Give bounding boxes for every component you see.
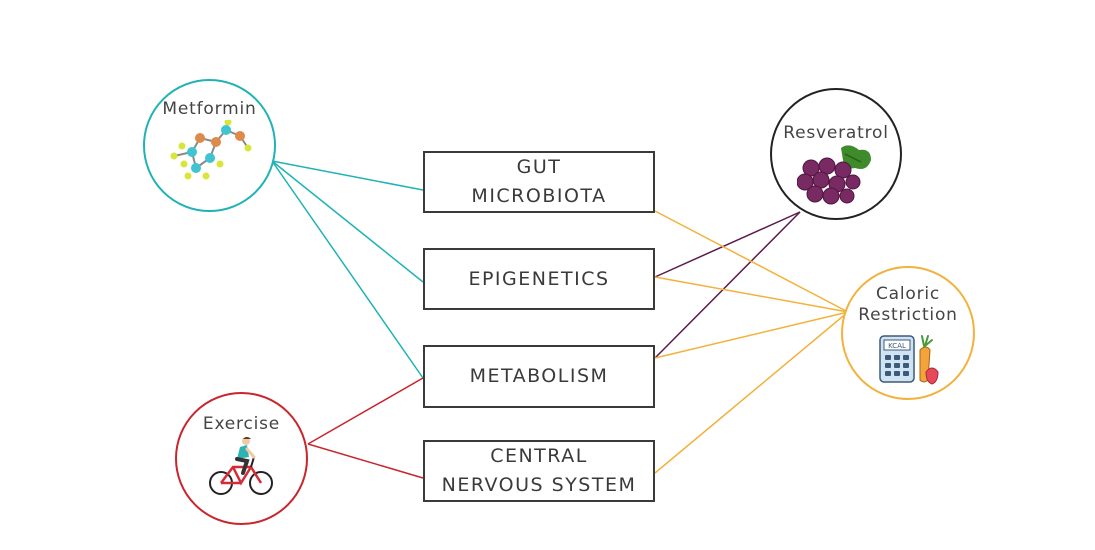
grapes-icon [797, 145, 871, 205]
box-gut-line-2: MICROBIOTA [471, 185, 607, 207]
kcal-icon-text: KCAL [888, 342, 906, 350]
box-central-nervous-system: CENTRAL NERVOUS SYSTEM [423, 440, 655, 502]
link-caloric-met [654, 311, 849, 359]
link-resveratrol-met [654, 211, 801, 359]
box-epigenetics: EPIGENETICS [423, 248, 655, 310]
box-gut-microbiota: GUT MICROBIOTA [423, 151, 655, 213]
link-resveratrol-epi [654, 211, 801, 278]
caloric-label-line-1: Caloric [875, 284, 941, 304]
box-epigenetics-label: EPIGENETICS [468, 267, 610, 290]
link-exercise-cns [307, 443, 424, 479]
calculator-carrot-icon: KCAL [879, 335, 939, 385]
molecule-icon [170, 120, 251, 180]
box-cns-line-1: CENTRAL [490, 445, 588, 467]
node-caloric-restriction: Caloric Restriction KCAL [841, 266, 975, 400]
node-resveratrol: Resveratrol [770, 88, 902, 220]
link-metformin-epi [271, 160, 424, 283]
exercise-label: Exercise [202, 414, 281, 434]
link-caloric-cns [654, 311, 849, 474]
node-exercise: Exercise [175, 392, 308, 525]
resveratrol-label: Resveratrol [783, 123, 889, 143]
link-metformin-gut [271, 160, 424, 191]
box-gut-line-1: GUT [516, 156, 562, 178]
link-metformin-met [271, 160, 424, 379]
metformin-label: Metformin [162, 99, 257, 119]
box-metabolism-label: METABOLISM [469, 365, 609, 387]
box-metabolism: METABOLISM [423, 345, 655, 408]
caloric-label-line-2: Restriction [858, 305, 958, 325]
cyclist-icon [208, 437, 273, 495]
link-exercise-met [307, 377, 424, 445]
link-caloric-epi [654, 276, 849, 313]
box-cns-line-2: NERVOUS SYSTEM [441, 474, 637, 496]
node-metformin: Metformin [143, 79, 276, 212]
link-caloric-gut [654, 210, 849, 313]
